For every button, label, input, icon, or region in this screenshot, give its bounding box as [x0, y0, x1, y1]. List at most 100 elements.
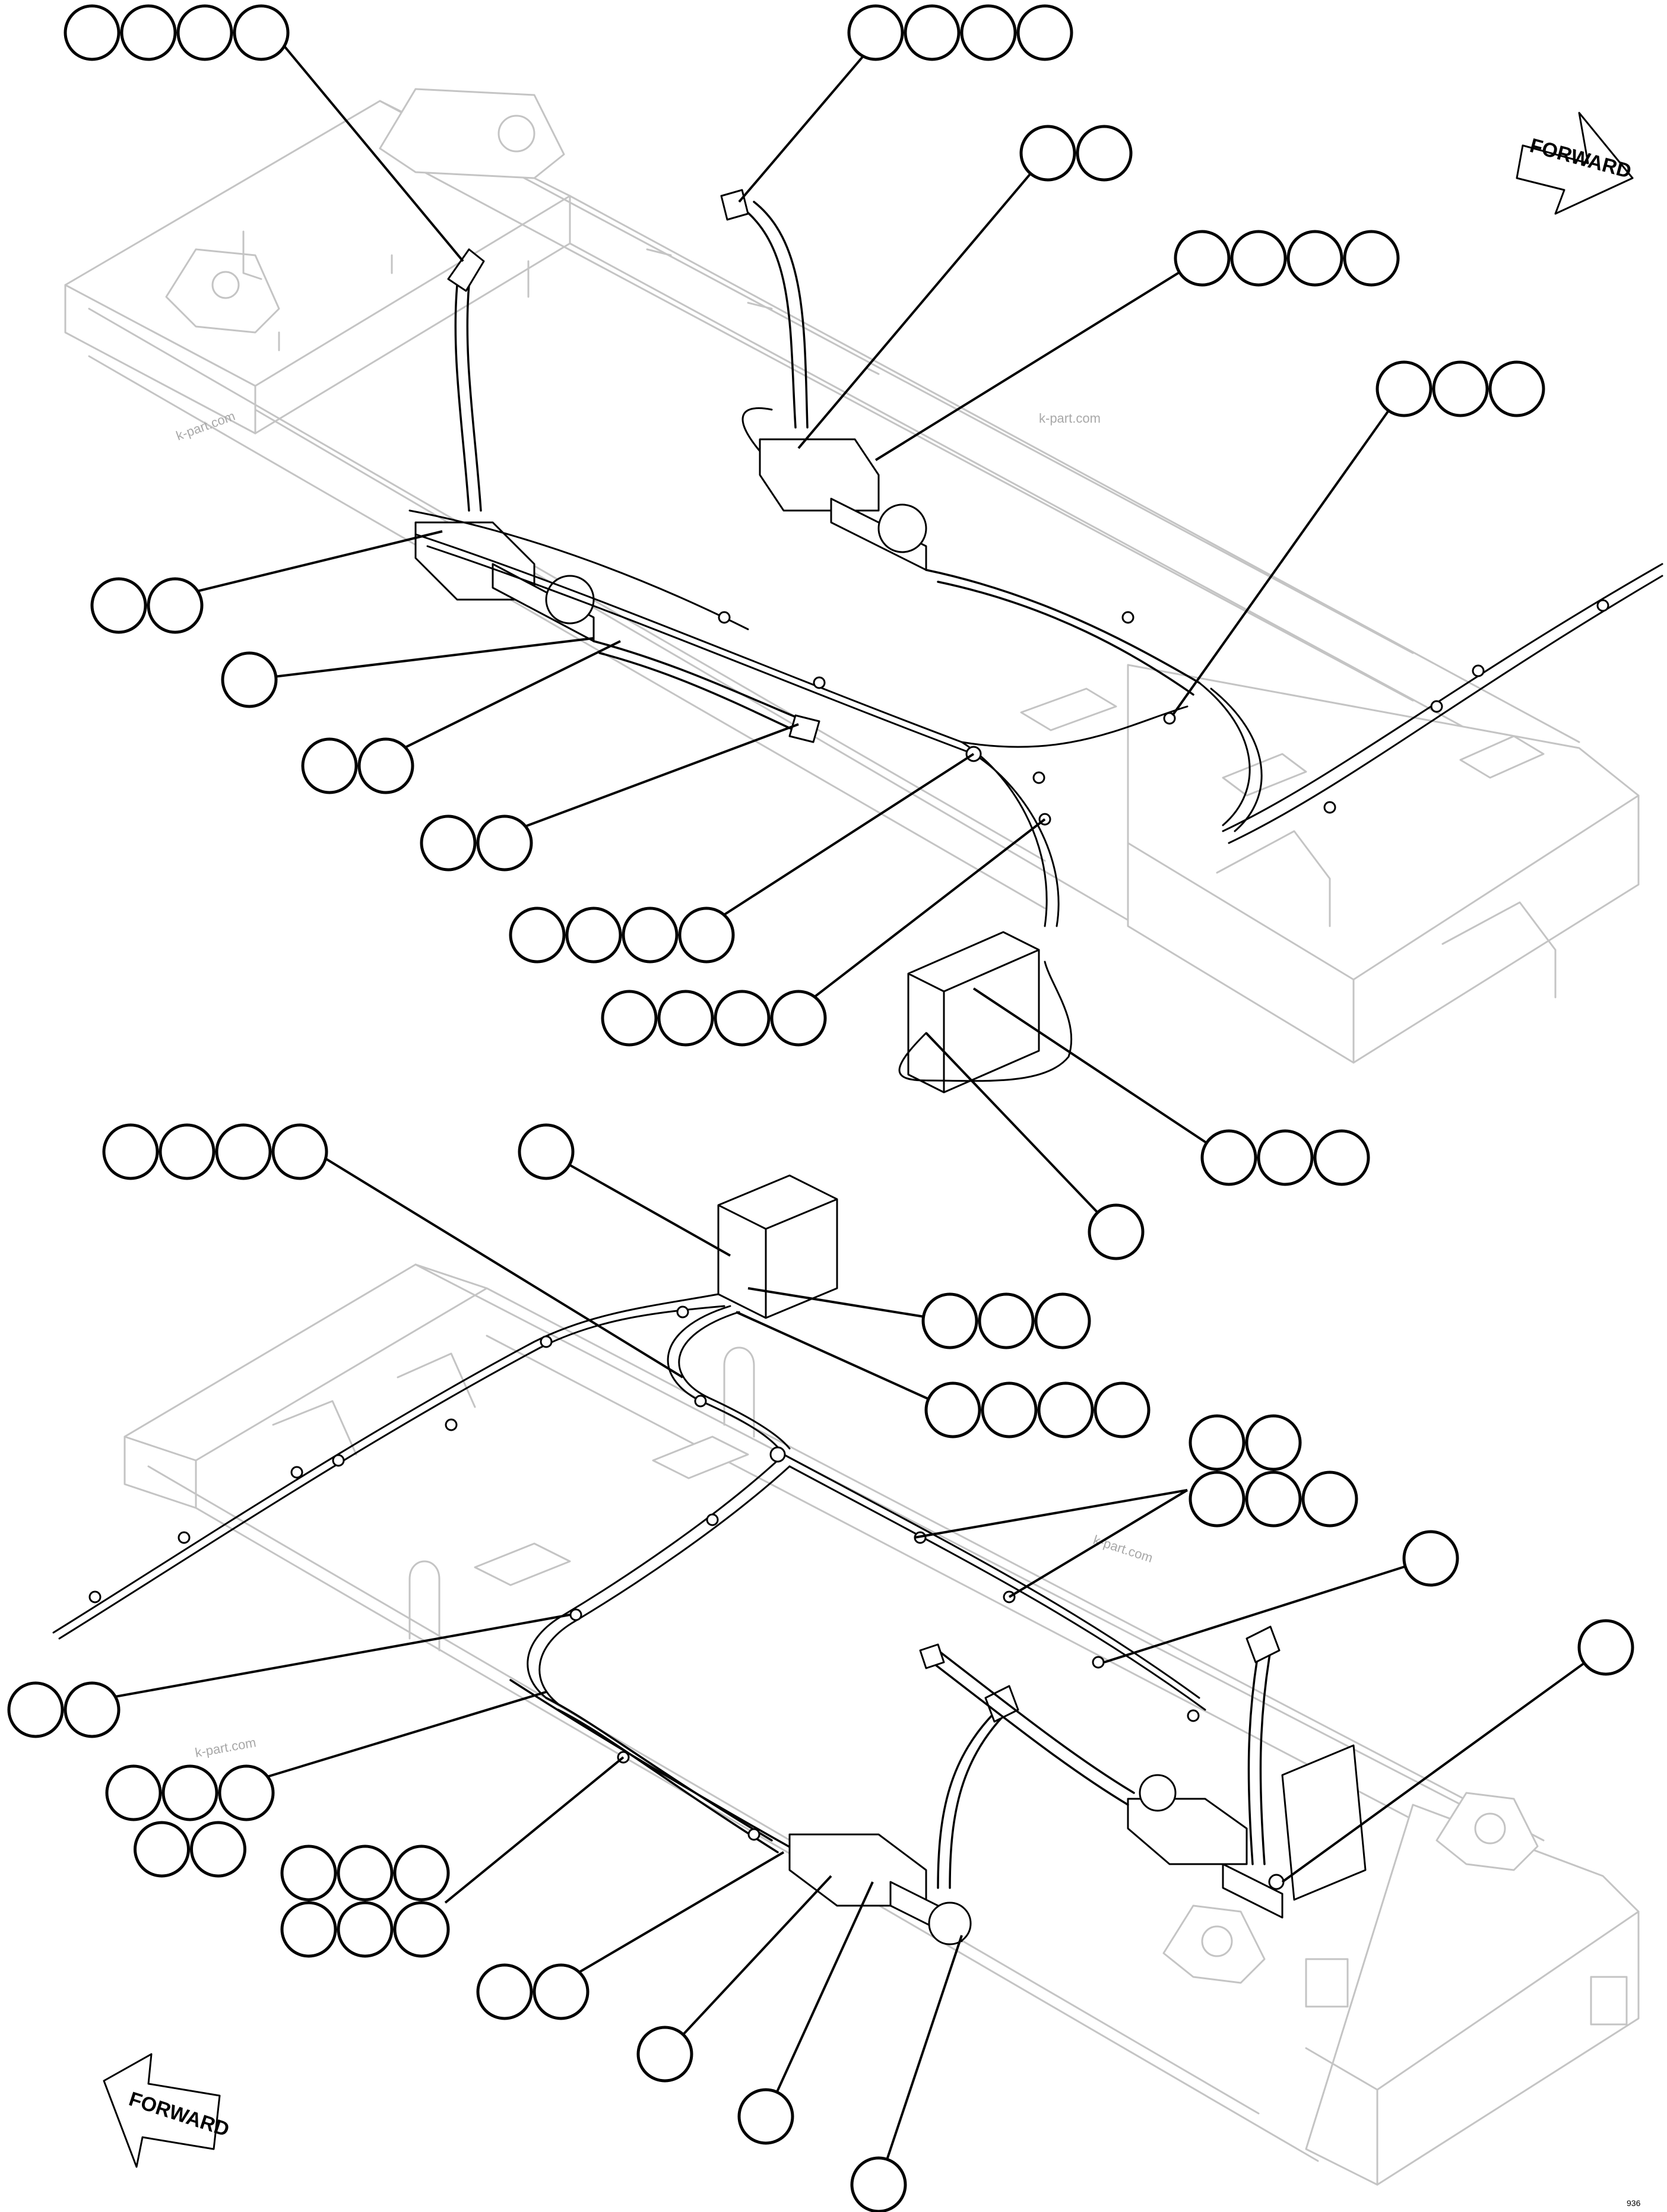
callout-group-25: [636, 2026, 693, 2083]
callout-bubble: [1230, 230, 1287, 287]
callout-bubble: [924, 1381, 981, 1438]
callout-group-7-leader: [249, 637, 594, 681]
callout-group-19: [1402, 1530, 1459, 1587]
callout-bubble: [1376, 360, 1433, 417]
callout-group-8: [301, 737, 414, 794]
callout-bubble: [678, 907, 735, 964]
bottom-chassis-frame: [123, 1263, 1640, 2186]
callout-bubble: [476, 815, 533, 872]
callout-bubble: [337, 1845, 394, 1902]
callout-group-24-leader: [560, 1851, 785, 1984]
callout-bubble: [280, 1901, 337, 1958]
callout-bubble: [636, 2026, 693, 2083]
callout-bubble: [176, 4, 233, 61]
callout-group-5-leader: [1171, 388, 1405, 717]
callout-bubble: [1488, 360, 1545, 417]
bottom-hydraulic-lines: [52, 1174, 1285, 1945]
callout-bubble: [981, 1381, 1038, 1438]
callout-group-21: [7, 1681, 121, 1738]
callout-bubble: [565, 907, 622, 964]
callout-bubble: [215, 1123, 272, 1180]
callout-bubble: [233, 4, 290, 61]
callout-bubble: [337, 1901, 394, 1958]
callout-bubble: [509, 907, 566, 964]
watermark-text: k-part.com: [194, 1735, 258, 1760]
callout-group-3: [1019, 125, 1133, 182]
callout-group-17-leader: [736, 1311, 953, 1411]
callout-group-3-leader: [797, 152, 1049, 449]
callout-bubble: [1286, 230, 1343, 287]
callout-group-8-leader: [385, 640, 621, 758]
callout-bubble: [978, 1292, 1035, 1349]
callout-group-23: [280, 1845, 450, 1958]
callout-bubble: [147, 577, 204, 634]
callout-group-19-leader: [1104, 1557, 1431, 1663]
callout-group-7: [221, 651, 278, 708]
watermark-text: k-part.com: [1091, 1532, 1155, 1565]
callout-group-18-leader: [914, 1489, 1188, 1539]
callout-group-15: [518, 1123, 575, 1180]
callout-bubble: [622, 907, 679, 964]
callout-group-10: [509, 907, 735, 964]
callout-group-12: [1200, 1129, 1370, 1186]
callout-group-6: [90, 577, 204, 634]
callout-group-22: [105, 1764, 275, 1878]
callout-group-11: [601, 990, 827, 1047]
callout-group-11-leader: [797, 818, 1046, 1010]
callout-bubble: [1076, 125, 1133, 182]
callout-group-15-leader: [546, 1151, 731, 1257]
callout-group-22-leader: [243, 1691, 547, 1785]
watermark-text: k-part.com: [1039, 411, 1101, 426]
callout-bubble: [1019, 125, 1076, 182]
callout-bubble: [1301, 1471, 1358, 1528]
callout-group-12-leader: [972, 987, 1230, 1159]
callout-bubble: [64, 1681, 121, 1738]
callout-group-2: [847, 4, 1073, 61]
callout-bubble: [134, 1821, 190, 1878]
forward-arrow-top: FORWARD: [1516, 112, 1634, 215]
callout-group-13: [1088, 1203, 1145, 1260]
callout-bubble: [1034, 1292, 1091, 1349]
callout-bubble: [1245, 1414, 1302, 1471]
callout-bubble: [64, 4, 121, 61]
callout-bubble: [904, 4, 961, 61]
callout-group-16: [921, 1292, 1091, 1349]
callout-bubble: [1577, 1619, 1634, 1676]
callout-bubble: [221, 651, 278, 708]
callout-group-20: [1577, 1619, 1634, 1676]
callout-bubble: [601, 990, 658, 1047]
callout-bubble: [960, 4, 1017, 61]
callout-bubble: [1094, 1381, 1151, 1438]
callout-bubble: [393, 1845, 450, 1902]
callout-bubble: [1016, 4, 1073, 61]
callout-group-4-leader: [874, 257, 1203, 461]
callout-bubble: [1189, 1414, 1246, 1471]
callout-bubble: [161, 1764, 218, 1821]
callout-bubble: [533, 1963, 590, 2020]
callout-group-16-leader: [747, 1287, 950, 1322]
callout-bubble: [301, 737, 358, 794]
callout-group-14: [102, 1123, 328, 1180]
forward-arrow-bottom: FORWARD: [103, 2053, 232, 2168]
callout-bubble: [1313, 1129, 1370, 1186]
callout-group-24: [476, 1963, 590, 2020]
callout-bubble: [271, 1123, 328, 1180]
callout-bubble: [1189, 1471, 1246, 1528]
callout-bubble: [770, 990, 827, 1047]
callout-group-26-leader: [765, 1881, 874, 2117]
callout-bubble: [1088, 1203, 1145, 1260]
callout-group-20-leader: [1281, 1646, 1607, 1883]
callout-group-1-leader: [272, 31, 464, 262]
callout-leaders: [91, 31, 1607, 2185]
callout-group-1: [64, 4, 290, 61]
callout-bubble: [921, 1292, 978, 1349]
top-chassis-frame: [64, 88, 1640, 1064]
callout-group-27: [850, 2156, 907, 2212]
callout-bubble: [393, 1901, 450, 1958]
callout-bubble: [714, 990, 771, 1047]
callout-bubble: [105, 1764, 162, 1821]
callout-bubble: [218, 1764, 275, 1821]
callout-group-9: [420, 815, 533, 872]
callout-bubble: [737, 2088, 794, 2145]
